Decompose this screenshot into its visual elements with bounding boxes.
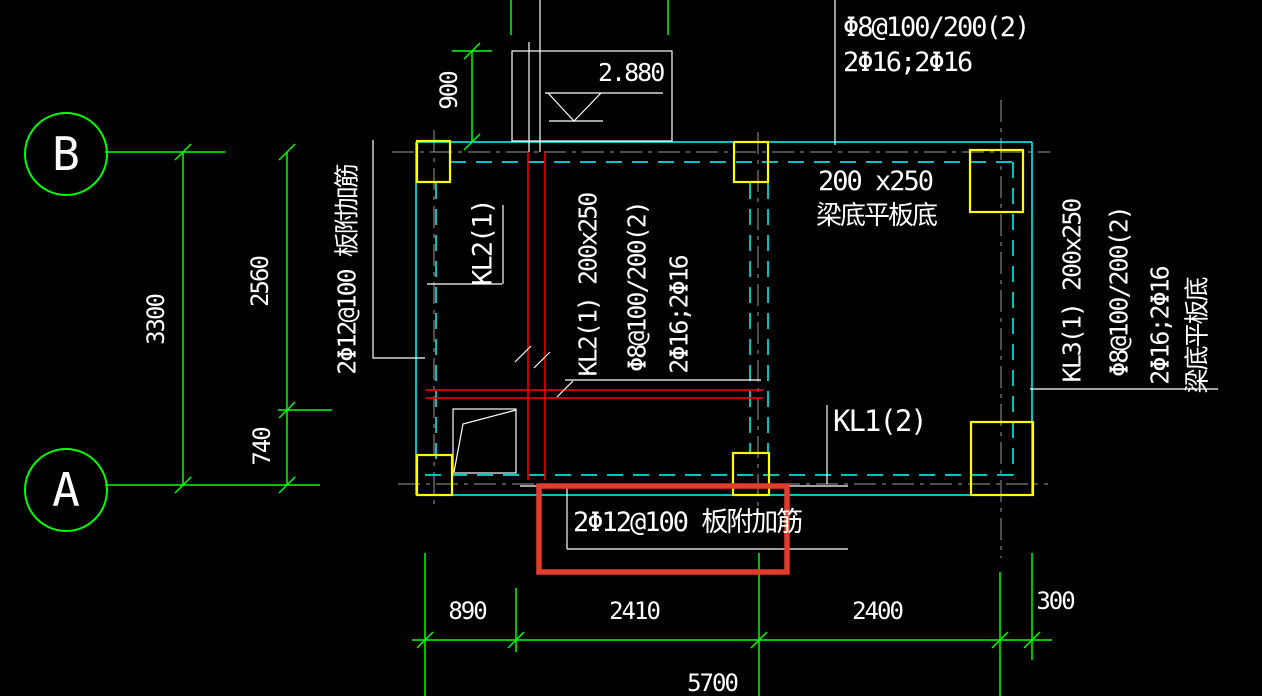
dim-2560: 2560 [246,257,274,307]
grid-bubble-b: B [24,112,108,196]
level-symbol-triangle [547,92,602,122]
mid-note-line2: 梁底平板底 [816,201,938,231]
dim-300: 300 [1036,587,1075,615]
left-rotated-note: 2Φ12@100 板附加筋 [332,165,362,375]
dim-2400: 2400 [852,597,904,625]
dim-3300: 3300 [142,295,170,345]
break-tick [533,351,551,369]
mid-note-line1: 200 x250 [818,166,934,197]
kl3-note-line1: KL3(1) 200x250 [1057,199,1087,383]
grid-bubble-a-label: A [52,463,80,517]
white-linework [372,0,1218,550]
dimension-ticks [174,42,1041,649]
top-note-line2: 2Φ16;2Φ16 [843,47,973,78]
highlighted-note: 2Φ12@100 板附加筋 [573,507,803,538]
dimension-lines [105,0,1052,696]
rebar-lines [425,152,763,480]
grid-bubble-a: A [24,448,108,532]
dim-5700: 5700 [687,669,739,696]
columns [415,139,1035,497]
dim-900: 900 [435,72,463,110]
break-tick [556,380,574,398]
kl3-note-line4: 梁底平板底 [1182,278,1212,394]
slab-edge-lines [415,141,1033,496]
kl2-note-line1: KL2(1) 200x250 [573,193,603,377]
kl2-note-line2: Φ8@100/200(2) [622,202,652,372]
grid-axis-lines [392,100,1050,558]
opening-shape [452,408,517,474]
dim-2410: 2410 [609,597,661,625]
kl1-beam-label: KL1(2) [833,404,928,438]
dim-740: 740 [248,428,276,466]
dim-890: 890 [448,597,487,625]
elevation-value: 2.880 [598,58,665,87]
kl3-note-line2: Φ8@100/200(2) [1104,207,1134,377]
left-note-leader [372,140,425,359]
top-note-line1: Φ8@100/200(2) [843,12,1030,43]
grid-bubble-b-label: B [52,127,80,181]
kl2-note-line3: 2Φ16;2Φ16 [664,256,694,374]
highlight-box [536,483,790,575]
elevation-box [511,50,673,142]
kl2-beam-label: KL2(1) [467,200,499,286]
kl3-note-line3: 2Φ16;2Φ16 [1145,267,1175,385]
break-tick [514,345,532,363]
